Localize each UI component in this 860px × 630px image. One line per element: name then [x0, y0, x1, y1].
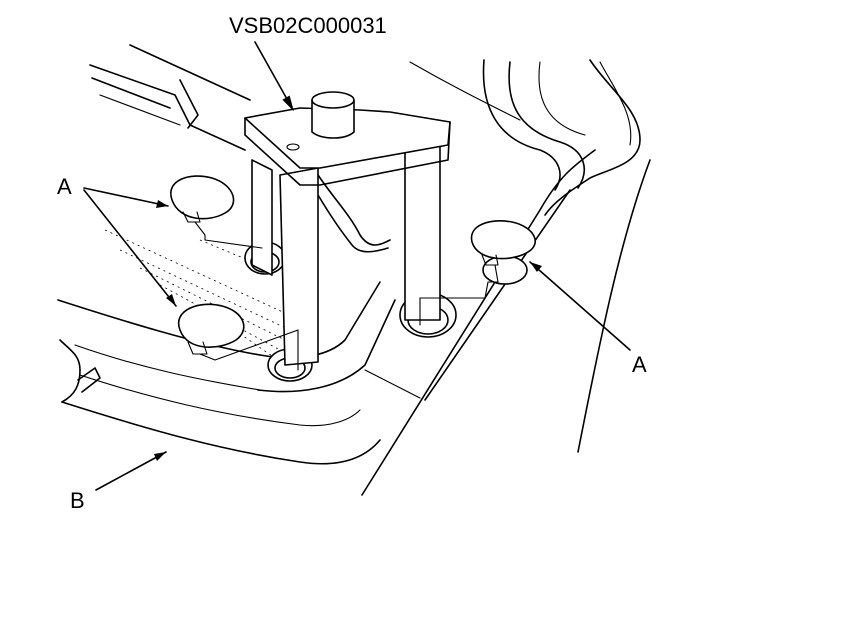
cowl-tray-b: [57, 149, 596, 496]
leader-lines: [83, 41, 631, 491]
body-panel-right: [409, 59, 651, 453]
wiper-arm: [89, 44, 391, 253]
tool-label: VSB02C000031: [229, 13, 387, 38]
cap-a-right: [419, 220, 536, 326]
label-a-right: A: [632, 352, 647, 377]
label-b: B: [70, 488, 85, 513]
cap-a-upper-left: [170, 175, 263, 249]
label-a-left: A: [57, 174, 72, 199]
cap-a-lower-left: [177, 303, 299, 371]
special-tool: [244, 91, 451, 366]
